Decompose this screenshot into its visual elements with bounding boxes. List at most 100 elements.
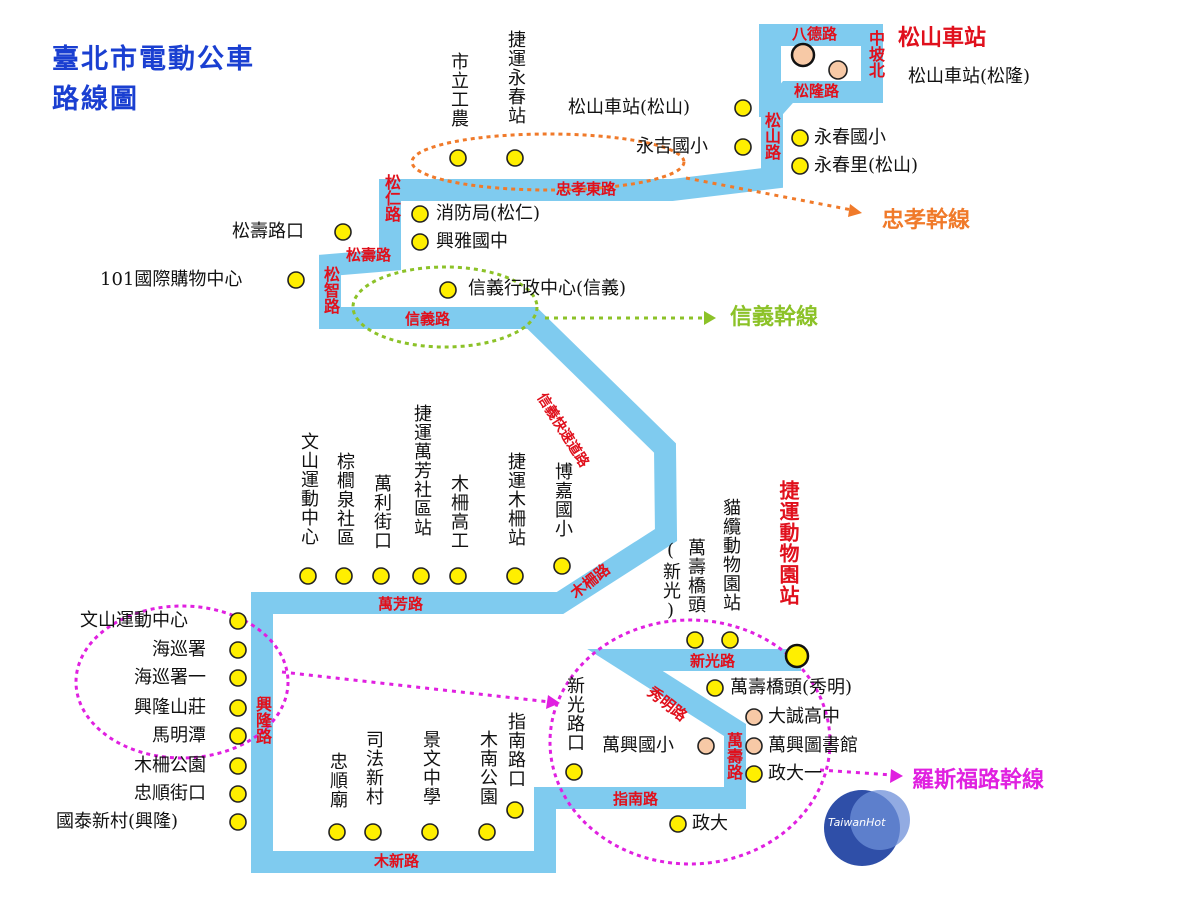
- road-songren: 松仁路: [382, 174, 401, 222]
- stop-xinyi-admin: [439, 281, 457, 299]
- stops: [229, 99, 809, 841]
- label-wenshan-sports: 文山運動中心: [80, 610, 188, 631]
- stop-coast-guard-1: [229, 669, 247, 687]
- arrow-head-roosevelt: [890, 769, 903, 783]
- label-guotai-village: 國泰新村(興隆): [56, 811, 179, 832]
- terminal-label-songshan: 松山車站: [898, 26, 987, 51]
- label-zhinan-intersection: 指南路口: [505, 712, 526, 788]
- road-muxin: 木新路: [374, 852, 420, 870]
- road-songshan: 松山路: [762, 112, 781, 160]
- label-wanshou-bridge-xiuming: 萬壽橋頭(秀明): [730, 677, 853, 698]
- label-wanxing-elementary: 萬興國小: [602, 735, 674, 756]
- stop-yongchun-elementary: [791, 129, 809, 147]
- label-muzha-park: 木柵公園: [134, 755, 206, 776]
- label-101: 101國際購物中心: [100, 269, 243, 290]
- label-mrt-wanfang: 捷運萬芳社區站: [411, 404, 432, 537]
- label-wanshou-bridge-xinguang-a: (新光): [660, 540, 681, 622]
- label-coast-guard: 海巡署: [152, 639, 206, 660]
- stop-wanshou-bridge-xinguang: [686, 631, 704, 649]
- label-nccu-1: 政大一: [768, 763, 822, 784]
- stop-judicial-village: [364, 823, 382, 841]
- stop-yongji-elementary: [734, 138, 752, 156]
- roosevelt-zone: [548, 618, 832, 866]
- xinyi-zone: [351, 265, 539, 349]
- label-songshou-intersection: 松壽路口: [232, 221, 304, 242]
- label-maming-pond: 馬明潭: [152, 725, 206, 746]
- label-songshan-songshan: 松山車站(松山): [568, 97, 691, 118]
- label-coast-guard-1: 海巡署一: [134, 667, 206, 688]
- label-wanli-street: 萬利街口: [371, 474, 392, 550]
- label-jingwen: 景文中學: [420, 730, 441, 806]
- terminal-songshan-station: [790, 42, 816, 68]
- road-zhinan: 指南路: [613, 790, 659, 808]
- stop-songshan-songlong: [828, 60, 848, 80]
- stop-dacheng: [745, 708, 763, 726]
- label-wanxing-library: 萬興圖書館: [768, 735, 858, 756]
- label-gondola-zoo: 貓纜動物園站: [720, 498, 741, 612]
- stop-maming-pond: [229, 727, 247, 745]
- stop-munan-park: [478, 823, 496, 841]
- title-line-2: 路線圖: [52, 84, 139, 115]
- label-xinguang-intersection: 新光路口: [564, 676, 585, 752]
- stop-gondola-zoo: [721, 631, 739, 649]
- arrow-head-xinglong: [546, 695, 560, 709]
- label-songshan-songlong: 松山車站(松隆): [908, 66, 1031, 87]
- label-municipal-industrial: 市立工農: [448, 52, 469, 128]
- label-xinyi-admin: 信義行政中心(信義): [468, 278, 627, 299]
- stop-wanli-street: [372, 567, 390, 585]
- stop-songshou-intersection: [334, 223, 352, 241]
- road-wanfang: 萬芳路: [378, 595, 424, 613]
- stop-wanshou-bridge-xiuming: [706, 679, 724, 697]
- stop-jingwen: [421, 823, 439, 841]
- road-bade: 八德路: [792, 25, 838, 43]
- label-judicial-village: 司法新村: [363, 730, 384, 806]
- road-zhongxiao-east: 忠孝東路: [556, 180, 617, 198]
- stop-nccu-1: [745, 765, 763, 783]
- stop-nccu: [669, 815, 687, 833]
- stop-xinguang-intersection: [565, 763, 583, 781]
- label-munan-park: 木南公園: [477, 730, 498, 806]
- stop-guotai-village: [229, 813, 247, 831]
- label-wenshan-sports-v: 文山運動中心: [298, 432, 319, 546]
- road-songlong: 松隆路: [794, 82, 840, 100]
- stop-yongchun-li: [791, 157, 809, 175]
- stop-songshan-songshan: [734, 99, 752, 117]
- label-mrt-yongchun: 捷運永春站: [505, 30, 526, 125]
- label-xingya: 興雅國中: [436, 231, 508, 252]
- label-wanshou-bridge-xinguang-b: 萬壽橋頭: [685, 538, 706, 614]
- stop-wanxing-elementary: [697, 737, 715, 755]
- stop-wenshan-sports-v: [299, 567, 317, 585]
- arrow-head-xinyi: [704, 311, 716, 325]
- label-yongchun-elementary: 永春國小: [814, 127, 886, 148]
- stop-fire-department: [411, 205, 429, 223]
- label-fire-department: 消防局(松仁): [436, 203, 541, 224]
- road-xinguang: 新光路: [690, 652, 736, 670]
- terminal-label-mrt-zoo: 捷運動物園站: [776, 480, 800, 606]
- stop-bojia: [553, 557, 571, 575]
- label-nccu: 政大: [692, 813, 728, 834]
- trunk-label-roosevelt: 羅斯福路幹線: [912, 768, 1045, 793]
- stop-mrt-muzha: [506, 567, 524, 585]
- road-wanshou: 萬壽路: [724, 732, 743, 780]
- stop-mrt-wanfang: [412, 567, 430, 585]
- taiwanhot-logo: [824, 790, 910, 866]
- trunk-label-xinyi: 信義幹線: [730, 305, 819, 330]
- road-zhongpo-north: 中坡北: [866, 30, 885, 78]
- bus-route-line: [251, 24, 883, 873]
- label-mrt-muzha: 捷運木柵站: [505, 452, 526, 547]
- road-songshou: 松壽路: [346, 246, 392, 264]
- logo-text: TaiwanHot: [828, 816, 886, 829]
- stop-wanxing-library: [745, 737, 763, 755]
- map-title: 臺北市電動公車 路線圖: [52, 40, 255, 120]
- xinglong-zone: [74, 604, 290, 760]
- label-yongchun-li: 永春里(松山): [814, 155, 919, 176]
- road-songzhi: 松智路: [321, 266, 340, 314]
- stop-zhinan-intersection: [506, 801, 524, 819]
- label-zhongshun-temple: 忠順廟: [327, 752, 348, 809]
- zhongxiao-zone: [410, 132, 686, 192]
- stop-101: [287, 271, 305, 289]
- label-bojia: 博嘉國小: [552, 462, 573, 538]
- stop-xinglong-villa: [229, 699, 247, 717]
- title-line-1: 臺北市電動公車: [52, 44, 255, 75]
